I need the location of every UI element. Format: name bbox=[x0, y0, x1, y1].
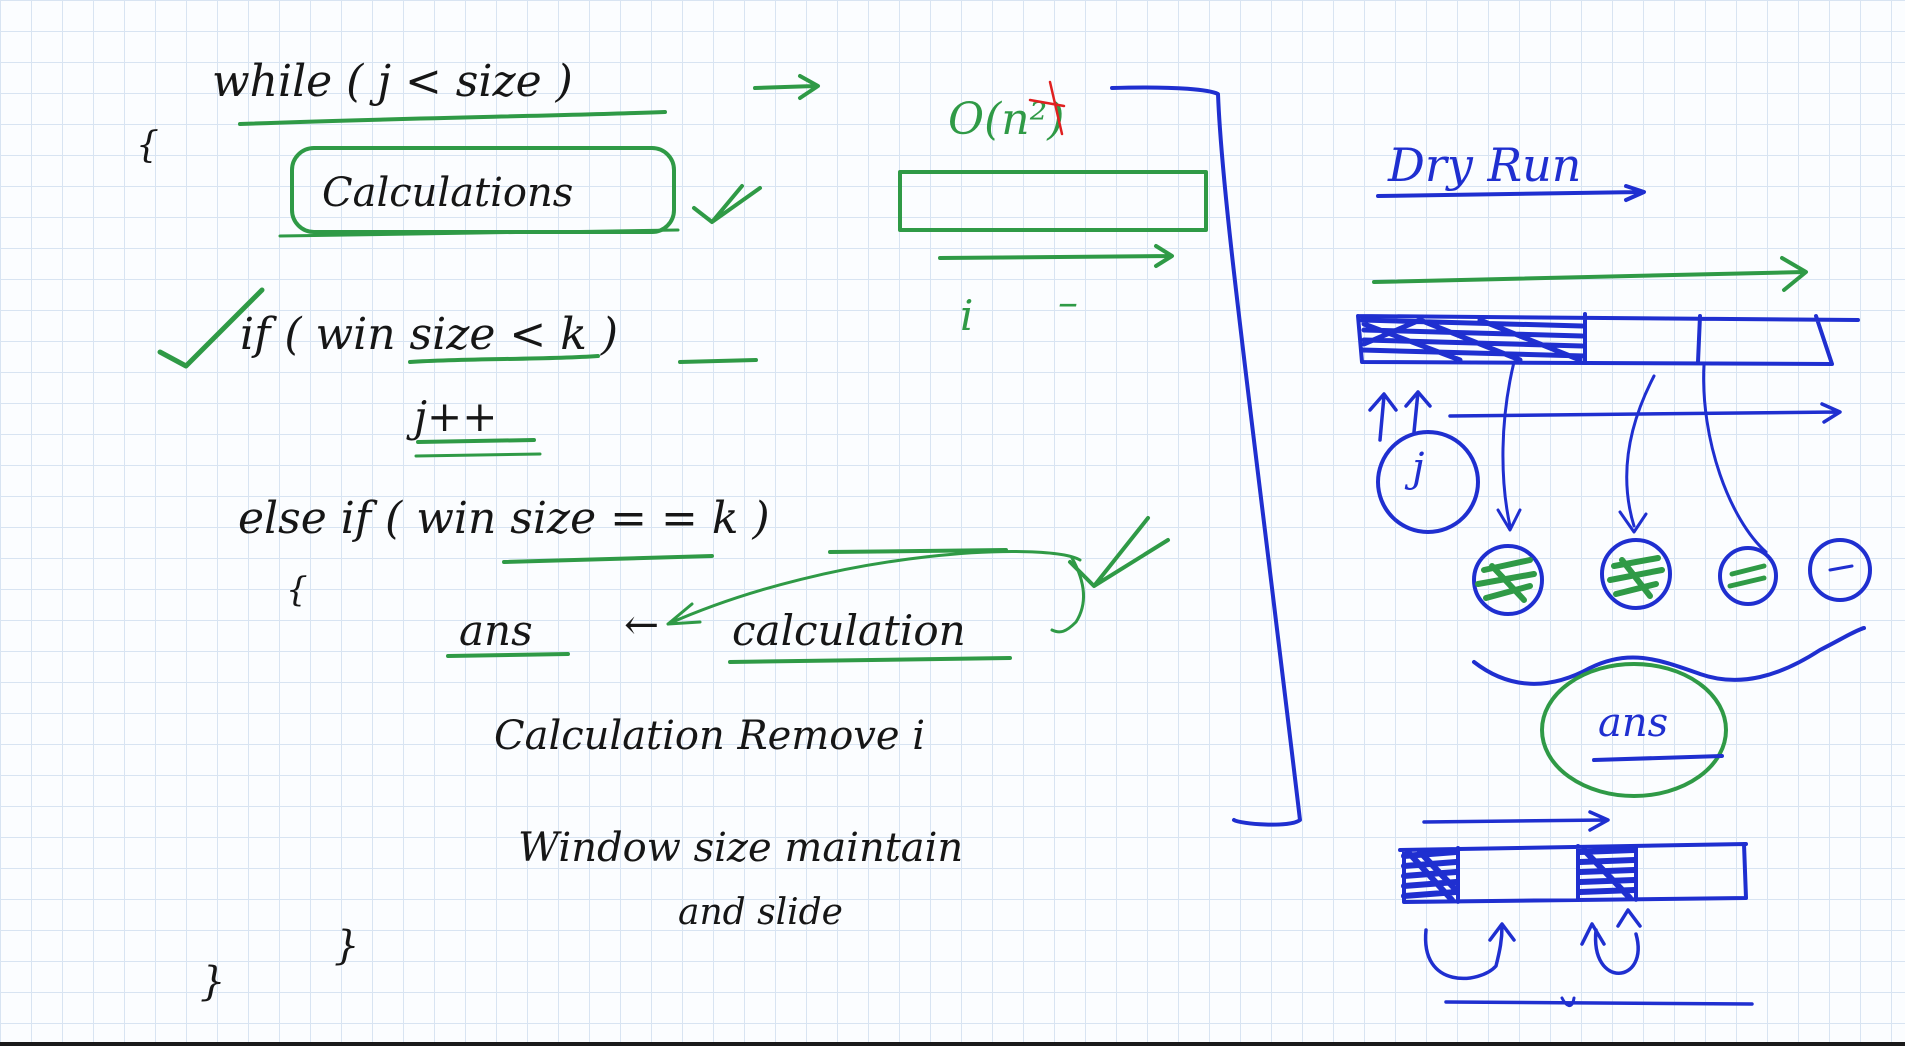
n-squared-red-mark bbox=[1028, 80, 1066, 136]
ans-label: ans bbox=[459, 606, 533, 655]
element-circle-1-fill bbox=[1475, 557, 1537, 603]
dry-run-arrow-green bbox=[1372, 256, 1808, 292]
element-circle-4 bbox=[1808, 538, 1872, 602]
j-increment-underline bbox=[416, 438, 536, 444]
while-line: while ( j < size ) bbox=[212, 56, 573, 107]
slide-base-line bbox=[1444, 1000, 1754, 1006]
slide-arrow bbox=[1422, 810, 1610, 832]
ans-circle bbox=[1540, 662, 1728, 798]
element-circle-2 bbox=[1600, 538, 1672, 610]
calculation-underline bbox=[728, 656, 1012, 664]
calculations-box-label: Calculations bbox=[322, 170, 574, 216]
calc-to-ans-arrow bbox=[666, 550, 1082, 626]
bracket bbox=[1110, 85, 1302, 827]
close-brace-2: } bbox=[334, 923, 360, 969]
window-arrow-3 bbox=[1702, 362, 1768, 554]
j-increment-underline-2 bbox=[414, 452, 542, 458]
dry-run-title: Dry Run bbox=[1388, 138, 1582, 192]
dash-mark: – bbox=[1058, 280, 1078, 326]
slide-return-right bbox=[1580, 908, 1642, 975]
j-increment: j++ bbox=[414, 392, 498, 441]
if-line: if ( win size < k ) bbox=[240, 309, 619, 360]
wavy-line bbox=[1472, 626, 1866, 686]
ans-circle-underline bbox=[1592, 754, 1724, 762]
assign-arrow: ← bbox=[624, 600, 660, 649]
k-underline-1 bbox=[678, 358, 758, 364]
element-circle-3 bbox=[1718, 546, 1778, 606]
dry-run-underline bbox=[1376, 184, 1646, 202]
open-brace-2: { bbox=[286, 570, 308, 610]
win-size-underline-2 bbox=[502, 554, 714, 564]
check-mark-if bbox=[157, 287, 265, 369]
ans-underline bbox=[446, 652, 570, 658]
j-circle-label: j bbox=[1412, 445, 1425, 491]
j-pointer-arrow bbox=[1448, 402, 1842, 424]
window-arrow-2 bbox=[1618, 374, 1656, 534]
element-circle-1 bbox=[1472, 544, 1544, 616]
k-underline-2 bbox=[828, 548, 1008, 554]
calculations-underline bbox=[278, 228, 680, 238]
slide-pointer bbox=[1560, 996, 1576, 1007]
element-circle-2-fill bbox=[1607, 555, 1665, 599]
while-underline bbox=[238, 110, 667, 126]
element-circle-4-mark bbox=[1828, 564, 1854, 572]
pointer-arrows bbox=[1368, 390, 1432, 442]
window-arrow-1 bbox=[1496, 360, 1522, 532]
calculation-remove-line: Calculation Remove i bbox=[494, 713, 926, 759]
and-slide-line: and slide bbox=[678, 892, 843, 933]
bottom-border bbox=[0, 1042, 1905, 1046]
i-pointer-label: i bbox=[960, 291, 974, 340]
check-mark-2 bbox=[1050, 556, 1085, 634]
else-if-line: else if ( win size = = k ) bbox=[238, 493, 770, 544]
ans-circle-label: ans bbox=[1598, 700, 1669, 746]
j-circle bbox=[1376, 430, 1480, 534]
check-mark-3 bbox=[1068, 516, 1170, 588]
slide-return-left bbox=[1423, 922, 1516, 981]
array-arrow-green bbox=[938, 244, 1174, 268]
close-brace-1: } bbox=[200, 959, 226, 1005]
array-shading bbox=[1359, 317, 1587, 363]
win-size-underline-1 bbox=[408, 354, 600, 364]
array-outline bbox=[1356, 312, 1860, 366]
calculations-box bbox=[290, 146, 676, 234]
slide-shade-left bbox=[1401, 849, 1459, 903]
complexity-label: O(n²) bbox=[948, 94, 1065, 145]
open-brace-1: { bbox=[136, 125, 159, 166]
array-box-green bbox=[898, 170, 1208, 232]
slide-shade-right bbox=[1577, 847, 1637, 901]
while-arrow bbox=[753, 74, 820, 100]
window-size-line: Window size maintain bbox=[518, 825, 964, 871]
calculation-label: calculation bbox=[732, 606, 966, 655]
check-mark-1 bbox=[692, 184, 762, 224]
element-circle-3-fill bbox=[1727, 563, 1767, 589]
